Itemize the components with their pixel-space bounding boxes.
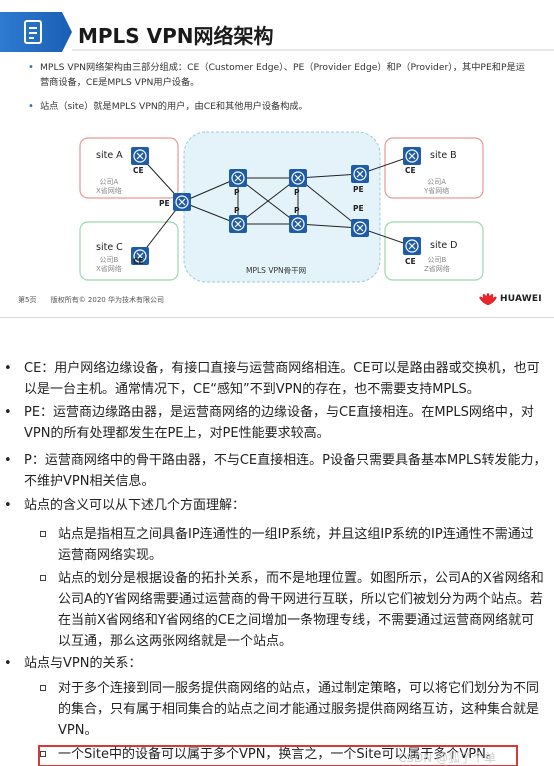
p-label: P [234, 188, 240, 197]
note-ce: • CE：用户网络边缘设备，有接口直接与运营商网络相连。CE可以是路由器或交换机… [4, 358, 548, 400]
note-pe: • PE：运营商边缘路由器，是运营商网络的边缘设备，与CE直接相连。在MPLS网… [4, 402, 548, 444]
site-a-ce-label: CE [133, 166, 144, 175]
watermark: CSDN @狐了个单 [398, 751, 497, 765]
square-bullet-icon [40, 751, 46, 757]
slide-title: MPLS VPN网络架构 [78, 24, 274, 48]
site-c-box [79, 221, 179, 281]
bullet-dot-icon: • [4, 656, 12, 671]
bullet-dot-icon: • [28, 101, 34, 112]
slide: MPLS VPN网络架构 • MPLS VPN网络架构由三部分组成：CE（Cus… [0, 0, 554, 318]
square-bullet-icon [40, 685, 46, 691]
note-p-text: P：运营商网络中的骨干路由器，不与CE直接相连。P设备只需要具备基本MPLS转发… [24, 453, 547, 489]
huawei-logo: HUAWEI [478, 290, 548, 308]
p-label: P [294, 206, 300, 215]
square-bullet-icon [40, 531, 46, 537]
slide-bullet-text: 站点（site）就是MPLS VPN的用户，由CE和其他用户设备构成。 [40, 101, 308, 112]
site-c-label: site C [96, 242, 123, 253]
bullet-dot-icon: • [4, 453, 12, 468]
site-b-ce-label: CE [405, 166, 416, 175]
backbone-label: MPLS VPN骨干网 [246, 266, 307, 275]
note-vpn-sub2: 一个Site中的设备可以属于多个VPN，换言之，一个Site可以属于多个VPN。 [40, 744, 544, 765]
huawei-flower-icon [479, 293, 497, 305]
slide-bullet-architecture: • MPLS VPN网络架构由三部分组成：CE（Customer Edge）、P… [28, 60, 530, 90]
note-vpn-sub1-text: 对于多个连接到同一服务提供商网络的站点，通过制定策略，可以将它们划分为不同的集合… [58, 681, 540, 738]
slide-bullet-site: • 站点（site）就是MPLS VPN的用户，由CE和其他用户设备构成。 [28, 99, 530, 114]
site-c-ce-label: CE [133, 257, 144, 266]
bullet-dot-icon: • [28, 62, 34, 73]
note-site-vpn-text: 站点与VPN的关系： [24, 656, 142, 671]
note-vpn-sub1: 对于多个连接到同一服务提供商网络的站点，通过制定策略，可以将它们划分为不同的集合… [40, 678, 544, 741]
topology-graphic [79, 131, 484, 283]
note-site-sub1: 站点是指相互之间具备IP连通性的一组IP系统，并且这组IP系统的IP连通性不需通… [40, 524, 544, 566]
pe-left-label: PE [159, 199, 170, 208]
note-vpn-sub2-text: 一个Site中的设备可以属于多个VPN，换言之，一个Site可以属于多个VPN。 [58, 747, 499, 762]
slide-title-bar: MPLS VPN网络架构 [0, 12, 554, 52]
pe-right-bottom-label: PE [353, 204, 364, 213]
bullet-dot-icon: • [4, 405, 12, 420]
slide-bullet-text: MPLS VPN网络架构由三部分组成：CE（Customer Edge）、PE（… [40, 62, 525, 88]
site-a-label: site A [96, 150, 123, 161]
note-site-meaning-text: 站点的含义可以从下述几个方面理解： [24, 498, 246, 513]
note-p: • P：运营商网络中的骨干路由器，不与CE直接相连。P设备只需要具备基本MPLS… [4, 450, 548, 492]
brand-text: HUAWEI [500, 294, 542, 304]
note-site-sub2: 站点的划分是根据设备的拓扑关系，而不是地理位置。如图所示，公司A的X省网络和公司… [40, 568, 544, 652]
note-site-meaning: • 站点的含义可以从下述几个方面理解： [4, 495, 548, 516]
site-b-label: site B [430, 150, 457, 161]
p-label: P [294, 188, 300, 197]
note-pe-text: PE：运营商边缘路由器，是运营商网络的边缘设备，与CE直接相连。在MPLS网络中… [24, 405, 534, 441]
note-site-vpn: • 站点与VPN的关系： [4, 653, 548, 674]
square-bullet-icon [40, 575, 46, 581]
page-number: 第5页 [18, 296, 37, 304]
p-label: P [234, 206, 240, 215]
pe-right-top-label: PE [353, 185, 364, 194]
backbone-area [183, 131, 381, 283]
site-d-ce-label: CE [405, 257, 416, 266]
bullet-dot-icon: • [4, 498, 12, 513]
slide-footer: 第5页 版权所有© 2020 华为技术有限公司 [18, 295, 176, 305]
note-site-sub2-text: 站点的划分是根据设备的拓扑关系，而不是地理位置。如图所示，公司A的X省网络和公司… [58, 571, 544, 649]
site-d-label: site D [430, 240, 458, 251]
site-d-box [384, 221, 484, 281]
bullet-dot-icon: • [4, 361, 12, 376]
note-ce-text: CE：用户网络边缘设备，有接口直接与运营商网络相连。CE可以是路由器或交换机，也… [24, 361, 540, 397]
copyright-text: 版权所有© 2020 华为技术有限公司 [50, 296, 164, 304]
site-a-box [79, 137, 179, 199]
note-site-sub1-text: 站点是指相互之间具备IP连通性的一组IP系统，并且这组IP系统的IP连通性不需通… [58, 527, 534, 563]
document-icon [24, 20, 42, 44]
